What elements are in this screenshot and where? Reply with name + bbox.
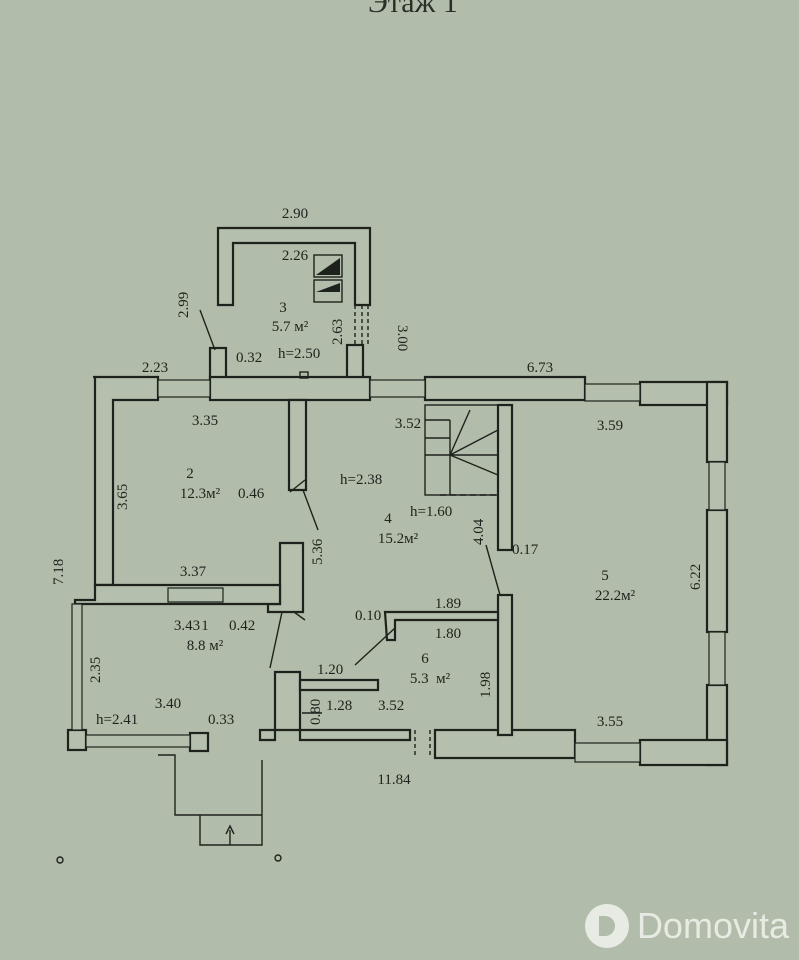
dimension: 1.98 xyxy=(478,672,494,698)
height-label: h=2.50 xyxy=(278,346,320,362)
dimension: 3.52 xyxy=(378,698,404,714)
room-1-number: 1 xyxy=(201,618,209,634)
dimension: 2.63 xyxy=(330,319,346,345)
room-labels: 1 8.8 м² 2 12.3м² 3 5.7 м² 4 15.2м² 5 22… xyxy=(96,300,636,728)
dimension: 3.00 xyxy=(394,325,410,351)
dimension: 0.17 xyxy=(512,542,539,558)
dimension: 0.46 xyxy=(238,486,265,502)
domovita-logo-icon xyxy=(584,904,629,948)
dimension: 0.80 xyxy=(308,699,324,725)
watermark: Domovita xyxy=(584,904,789,948)
dimension: 3.52 xyxy=(395,416,421,432)
room-5-area: 22.2м² xyxy=(595,588,636,604)
room-6-area: 5.3 м² xyxy=(410,671,451,687)
room-1-area: 8.8 м² xyxy=(187,638,224,654)
walls xyxy=(56,226,729,864)
height-label: h=1.60 xyxy=(410,504,452,520)
dimension: 4.04 xyxy=(471,518,487,545)
dimension: 3.55 xyxy=(597,714,623,730)
dimension: 0.42 xyxy=(229,618,255,634)
dimension: 3.65 xyxy=(115,484,131,510)
room-3-area: 5.7 м² xyxy=(272,319,309,335)
height-label: h=2.38 xyxy=(340,472,382,488)
dimension: 1.89 xyxy=(435,596,461,612)
dimension: 1.80 xyxy=(435,626,461,642)
dimension: 1.28 xyxy=(326,698,352,714)
dimension: 11.84 xyxy=(377,772,411,788)
room-3-number: 3 xyxy=(279,300,287,316)
dimension: 3.37 xyxy=(180,564,207,580)
dimension: 1.20 xyxy=(317,662,343,678)
room-4-area: 15.2м² xyxy=(378,531,419,547)
dimension: 5.36 xyxy=(310,538,326,565)
dimension: 2.99 xyxy=(176,292,192,318)
dimension: 7.18 xyxy=(51,559,67,585)
dimension: 3.59 xyxy=(597,418,623,434)
dimension: 6.22 xyxy=(688,564,704,590)
dimension: 0.33 xyxy=(208,712,234,728)
dimension: 2.35 xyxy=(88,657,104,683)
dimension: 2.90 xyxy=(282,206,308,222)
dimension: 2.23 xyxy=(142,360,168,376)
room-2-area: 12.3м² xyxy=(180,486,221,502)
dimension: 3.35 xyxy=(192,413,218,429)
dimension: 2.26 xyxy=(282,248,309,264)
floor-title: Этаж 1 xyxy=(368,0,458,19)
dimension: 0.32 xyxy=(236,350,262,366)
dimension: 3.43 xyxy=(174,618,200,634)
dimension: 3.40 xyxy=(155,696,181,712)
dimension-labels: 2.90 2.26 2.99 3.00 2.63 0.32 2.23 6.73 … xyxy=(51,206,704,788)
height-label: h=2.41 xyxy=(96,712,138,728)
room-5-number: 5 xyxy=(601,568,609,584)
room-4-number: 4 xyxy=(384,511,392,527)
room-6-number: 6 xyxy=(421,651,429,667)
dimension: 6.73 xyxy=(527,360,553,376)
watermark-text: Domovita xyxy=(636,905,789,946)
dimension: 0.10 xyxy=(355,608,381,624)
room-2-number: 2 xyxy=(186,466,194,482)
